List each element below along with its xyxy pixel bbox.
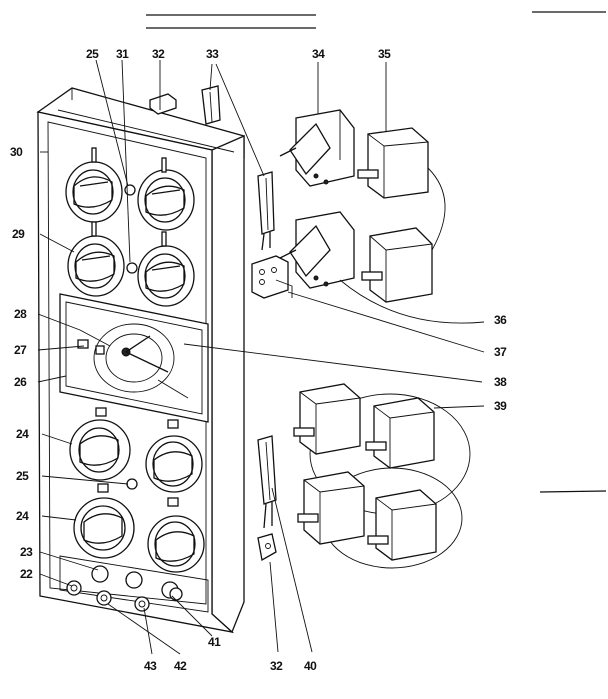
terminal-block <box>251 255 293 299</box>
callout-27: 27 <box>14 343 27 357</box>
callout-32-lower: 32 <box>270 659 283 673</box>
rotary-switch-middle <box>279 211 355 289</box>
wire-clip-lower <box>257 435 277 529</box>
wire-clip-33-top <box>201 85 221 125</box>
callout-41: 41 <box>208 635 221 649</box>
lower-knob-upper-left <box>69 407 131 481</box>
upper-knob-middle-left <box>67 221 125 297</box>
callout-39: 39 <box>494 399 507 413</box>
upper-knob-top-left <box>65 147 123 223</box>
callout-43: 43 <box>144 659 157 673</box>
callout-28-upper: 28 <box>14 307 27 321</box>
leader-lines <box>37 59 485 655</box>
rotary-switch-top <box>279 109 355 187</box>
callout-24-upper: 24 <box>16 427 29 441</box>
control-block-cluster-lower <box>293 383 471 569</box>
wire-clip-33-side <box>257 171 275 251</box>
indicator-light-lower <box>126 478 138 490</box>
callout-22: 22 <box>20 567 33 581</box>
callout-25-upper: 25 <box>86 47 99 61</box>
callout-36: 36 <box>494 313 507 327</box>
callout-26: 26 <box>14 375 27 389</box>
callout-38: 38 <box>494 375 507 389</box>
mounting-bracket-bottom <box>257 533 277 562</box>
upper-knob-top-right <box>137 157 195 231</box>
lower-knob-lower-left <box>73 483 135 559</box>
callout-30: 30 <box>10 145 23 159</box>
control-block-top <box>357 127 429 199</box>
callout-31: 31 <box>116 47 129 61</box>
callout-42: 42 <box>174 659 187 673</box>
lower-knob-lower-right <box>147 497 205 573</box>
callout-35: 35 <box>378 47 391 61</box>
mounting-bracket-top <box>149 93 177 115</box>
edge-rule-right <box>539 490 607 493</box>
clock-timer-window <box>59 293 209 423</box>
callout-29: 29 <box>12 227 25 241</box>
callout-24-lower: 24 <box>16 509 29 523</box>
callout-32-upper: 32 <box>152 47 165 61</box>
control-block-middle <box>361 227 433 303</box>
callout-34: 34 <box>312 47 325 61</box>
callout-37: 37 <box>494 345 507 359</box>
callout-33: 33 <box>206 47 219 61</box>
callout-23: 23 <box>20 545 33 559</box>
lower-knob-upper-right <box>145 419 203 493</box>
indicator-lights-upper <box>124 184 138 274</box>
callout-40: 40 <box>304 659 317 673</box>
upper-knob-middle-right <box>137 231 195 307</box>
callout-25-lower: 25 <box>16 469 29 483</box>
